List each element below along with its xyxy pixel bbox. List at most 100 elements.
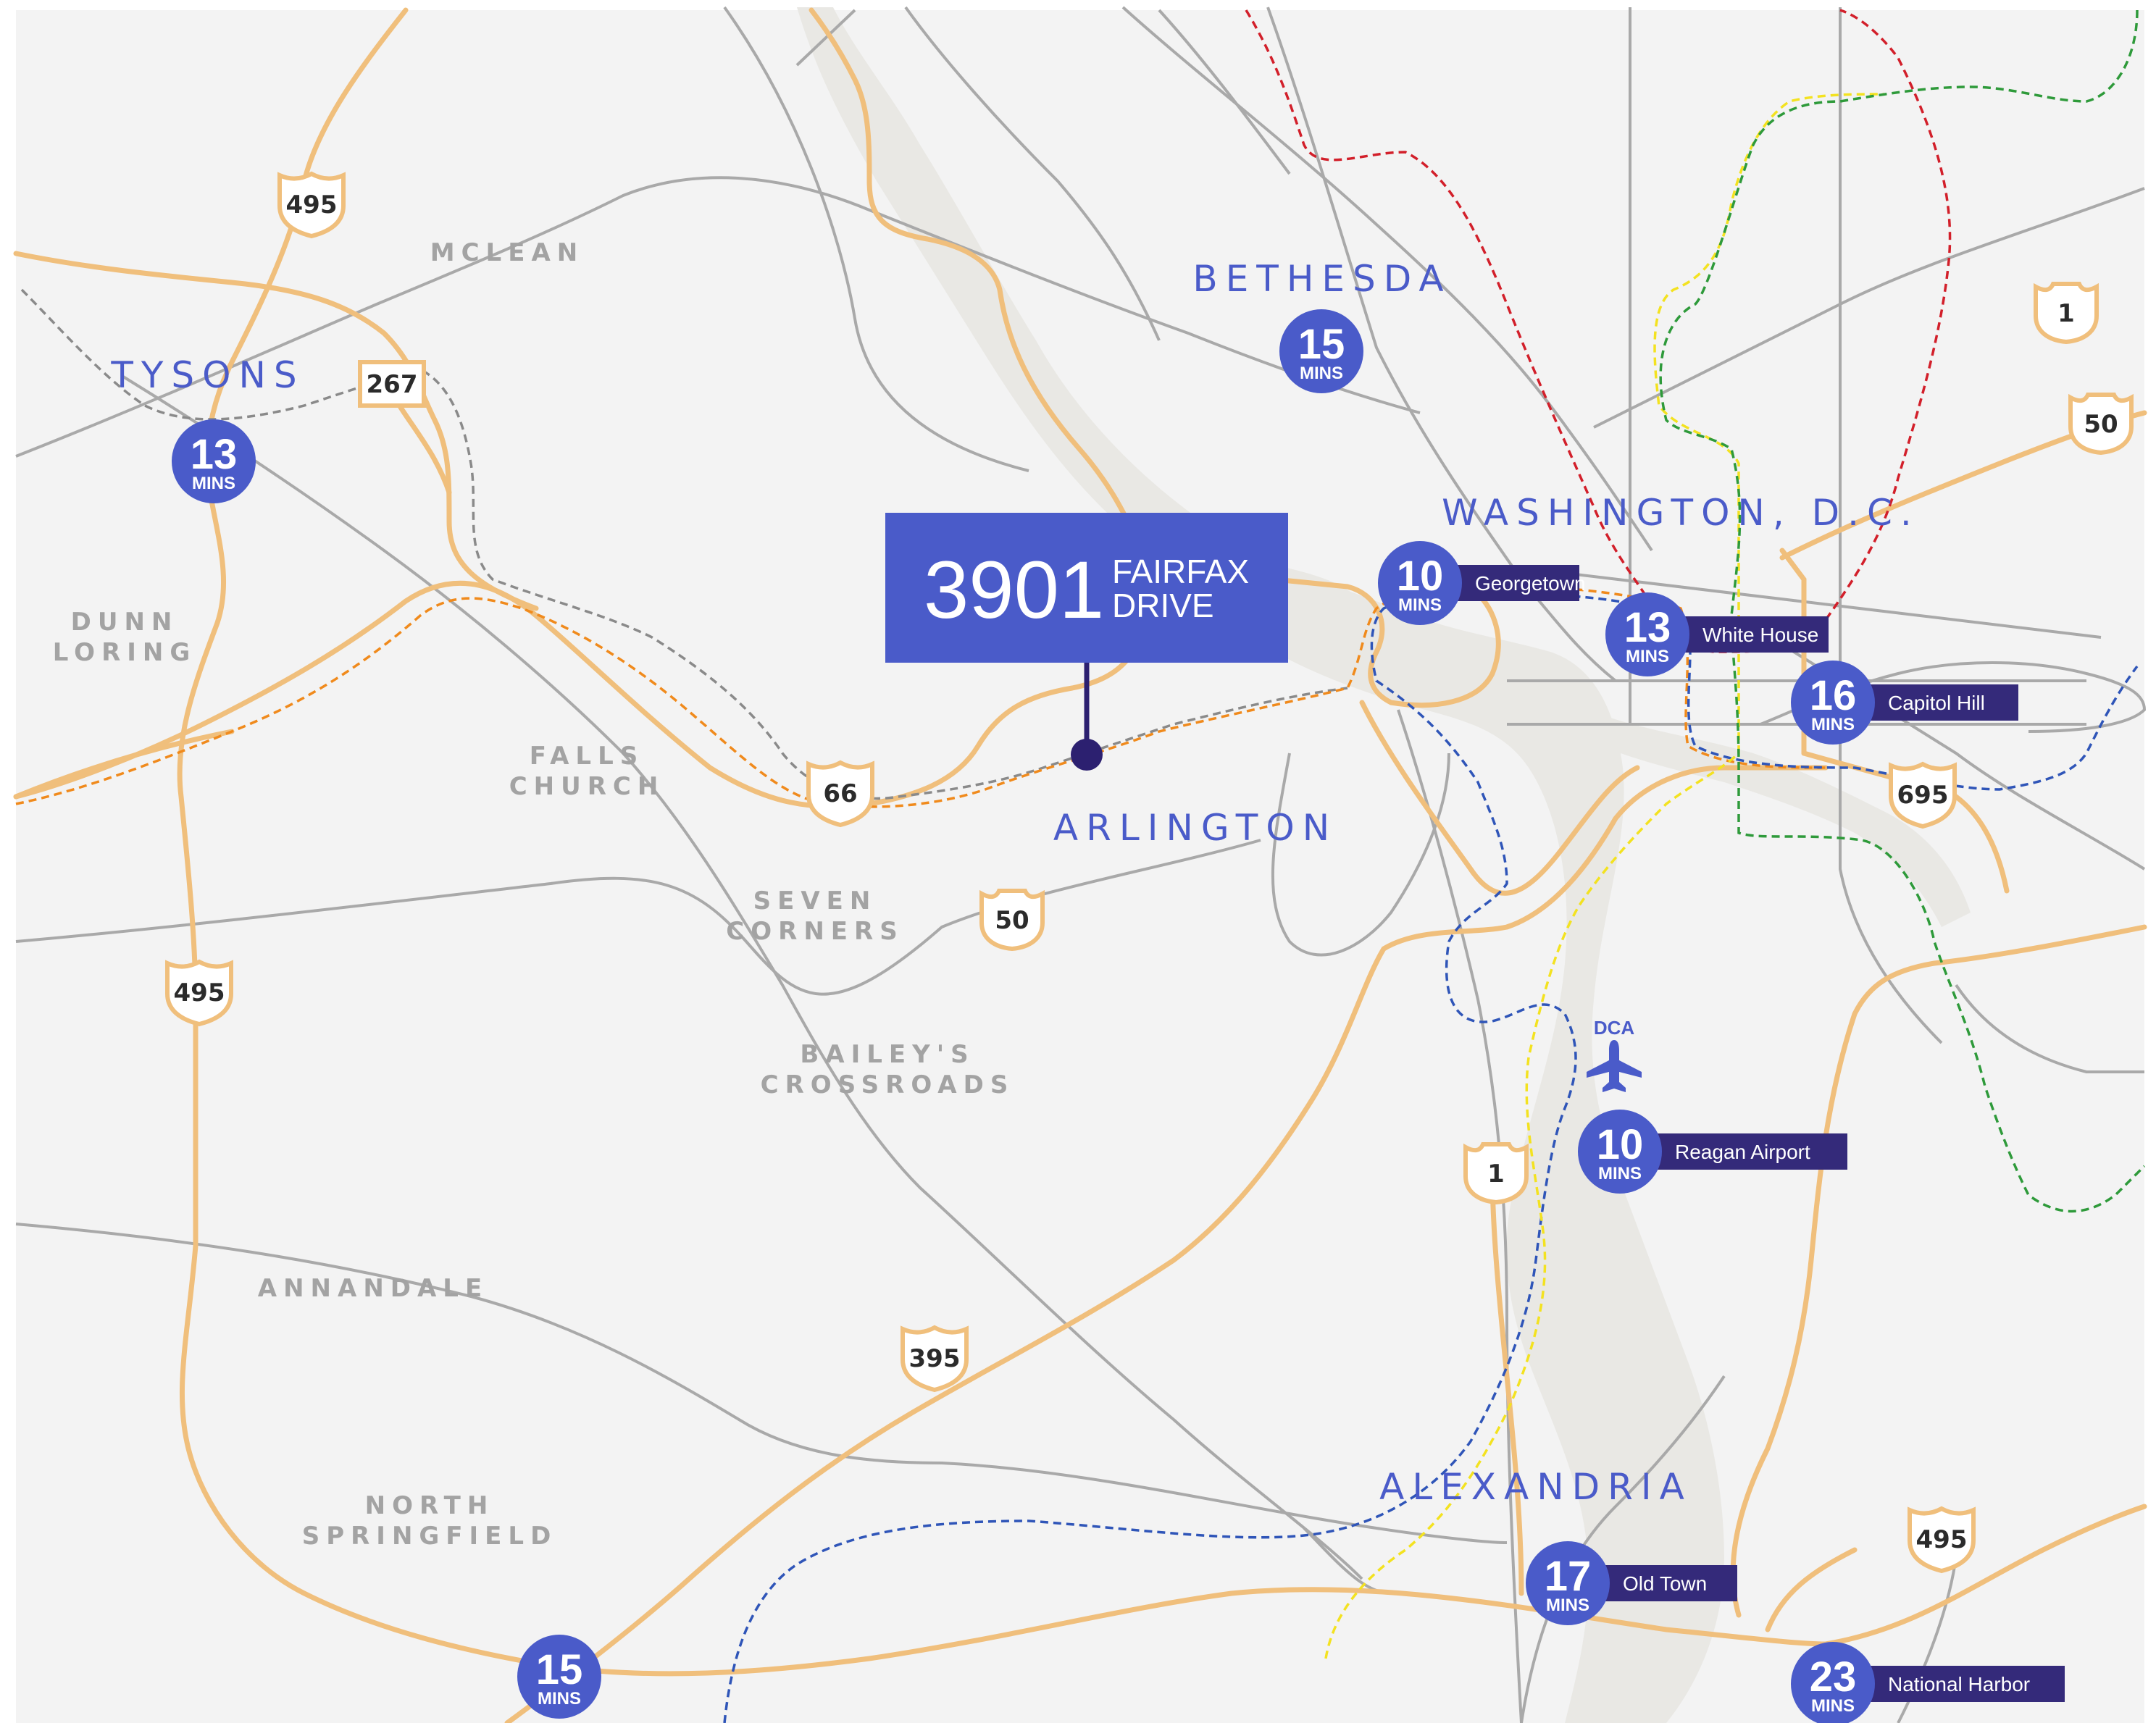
route-shields: 495 267 66 50 495 395 1 1 — [165, 171, 2134, 1574]
drive-time-badge-springfield[interactable]: 15 MINS — [517, 1635, 601, 1719]
badge-unit: MINS — [538, 1689, 581, 1709]
badge-minutes: 23 — [1810, 1653, 1857, 1701]
property-address-number: 3901 — [924, 545, 1104, 635]
city-labels: TYSONS BETHESDA WASHINGTON, D.C. ARLINGT… — [110, 258, 1920, 1508]
city-label-tysons: TYSONS — [110, 354, 304, 396]
drive-time-badge-old-town[interactable]: Old Town 17 MINS — [1526, 1541, 1737, 1625]
airport-marker[interactable]: DCA — [1587, 1017, 1642, 1092]
badge-minutes: 10 — [1397, 553, 1444, 600]
metro-yellow-line — [1324, 93, 1884, 1659]
svg-text:495: 495 — [174, 978, 225, 1007]
badge-circle — [1279, 309, 1363, 393]
badge-minutes: 13 — [191, 431, 238, 478]
badge-unit: MINS — [192, 474, 235, 493]
badge-minutes: 15 — [536, 1646, 583, 1693]
badge-circle — [517, 1635, 601, 1719]
city-label-arlington: ARLINGTON — [1053, 807, 1337, 849]
badge-unit: MINS — [1546, 1596, 1589, 1615]
area-label-church: CHURCH — [509, 772, 665, 801]
interstate-shield: 66 — [806, 760, 874, 828]
state-route-box: 267 — [358, 360, 426, 408]
badge-tag-label: Old Town — [1623, 1572, 1707, 1595]
svg-text:66: 66 — [823, 779, 857, 808]
potomac-river — [797, 7, 1724, 1723]
area-label-seven: SEVEN — [753, 886, 877, 915]
badge-unit: MINS — [1598, 1164, 1642, 1183]
badge-minutes: 16 — [1810, 672, 1857, 719]
airplane-icon — [1587, 1040, 1642, 1092]
gw-parkway — [1359, 700, 1640, 896]
dulles-road — [13, 251, 539, 611]
badge-circle — [1791, 1642, 1875, 1723]
svg-text:1: 1 — [1487, 1160, 1505, 1189]
property-street-line2: DRIVE — [1112, 587, 1214, 624]
map-canvas — [16, 10, 2144, 1723]
badge-circle — [1791, 661, 1875, 745]
area-label-loring: LORING — [53, 638, 197, 667]
route-66 — [13, 7, 1151, 809]
area-labels: MCLEAN DUNN LORING FALLS CHURCH SEVEN CO… — [53, 238, 1015, 1551]
area-label-crossroads: CROSSROADS — [761, 1070, 1015, 1099]
city-label-alexandria: ALEXANDRIA — [1379, 1466, 1692, 1508]
svg-text:395: 395 — [909, 1344, 961, 1373]
city-label-bethesda: BETHESDA — [1192, 258, 1451, 300]
city-label-washington-dc: WASHINGTON, D.C. — [1442, 492, 1920, 534]
drive-time-badges: 13 MINS 15 MINS Georgetown 10 MINS White… — [172, 309, 2065, 1723]
airport-code: DCA — [1594, 1017, 1635, 1039]
area-label-mclean: MCLEAN — [430, 238, 584, 267]
interstate-shield: 695 — [1889, 761, 1957, 829]
badge-minutes: 13 — [1624, 604, 1671, 651]
drive-time-badge-tysons[interactable]: 13 MINS — [172, 419, 256, 503]
svg-text:50: 50 — [2084, 410, 2118, 439]
drive-time-badge-national-harbor[interactable]: National Harbor 23 MINS — [1791, 1642, 2065, 1723]
area-label-corners: CORNERS — [726, 917, 903, 946]
drive-time-badge-reagan-airport[interactable]: Reagan Airport 10 MINS — [1578, 1110, 1847, 1194]
badge-tag-label: Capitol Hill — [1888, 692, 1985, 714]
route-50-west — [13, 729, 235, 800]
badge-tag-label: Georgetown — [1475, 572, 1586, 595]
us-route-shield: 1 — [1463, 1142, 1529, 1205]
interstate-shield: 395 — [901, 1325, 969, 1393]
us-route-shield: 1 — [2034, 282, 2099, 345]
badge-tag — [1847, 684, 2018, 721]
badge-tag — [1847, 1666, 2065, 1702]
badge-circle — [1378, 541, 1462, 625]
badge-unit: MINS — [1626, 647, 1669, 666]
area-label-falls: FALLS — [530, 742, 644, 771]
drive-time-badge-bethesda[interactable]: 15 MINS — [1279, 309, 1363, 393]
badge-circle — [1526, 1541, 1610, 1625]
property-marker[interactable]: 3901 FAIRFAX DRIVE — [885, 513, 1288, 771]
route-395 — [504, 765, 1829, 1723]
svg-text:267: 267 — [367, 370, 418, 399]
svg-text:495: 495 — [286, 190, 338, 219]
property-street-line1: FAIRFAX — [1112, 553, 1249, 590]
badge-unit: MINS — [1300, 364, 1343, 383]
badge-unit: MINS — [1811, 715, 1855, 734]
metro-blue-line — [723, 592, 2139, 1723]
drive-time-badge-georgetown[interactable]: Georgetown 10 MINS — [1378, 541, 1586, 625]
badge-tag-label: National Harbor — [1888, 1673, 2030, 1695]
svg-text:50: 50 — [995, 906, 1029, 935]
svg-text:695: 695 — [1897, 781, 1949, 810]
area-label-north: NORTH — [365, 1491, 495, 1520]
area-label-baileys: BAILEY'S — [800, 1040, 974, 1069]
badge-tag — [1662, 616, 1829, 653]
svg-text:1: 1 — [2057, 299, 2075, 328]
badge-minutes: 17 — [1545, 1553, 1592, 1600]
badge-unit: MINS — [1811, 1696, 1855, 1716]
us-route-shield: 50 — [2068, 393, 2134, 456]
route-1-south — [1489, 1170, 1524, 1596]
drive-time-badge-capitol-hill[interactable]: Capitol Hill 16 MINS — [1791, 661, 2018, 745]
property-callout-box — [885, 513, 1288, 663]
area-label-annandale: ANNANDALE — [258, 1274, 488, 1303]
badge-circle — [1605, 592, 1689, 676]
us-route-shield: 50 — [979, 889, 1045, 952]
metro-green-line — [1659, 9, 2146, 1213]
interstate-shield: 495 — [277, 171, 346, 239]
badge-unit: MINS — [1398, 595, 1442, 615]
drive-time-badge-white-house[interactable]: White House 13 MINS — [1605, 592, 1829, 676]
badge-tag-label: Reagan Airport — [1675, 1141, 1810, 1163]
badge-circle — [172, 419, 256, 503]
